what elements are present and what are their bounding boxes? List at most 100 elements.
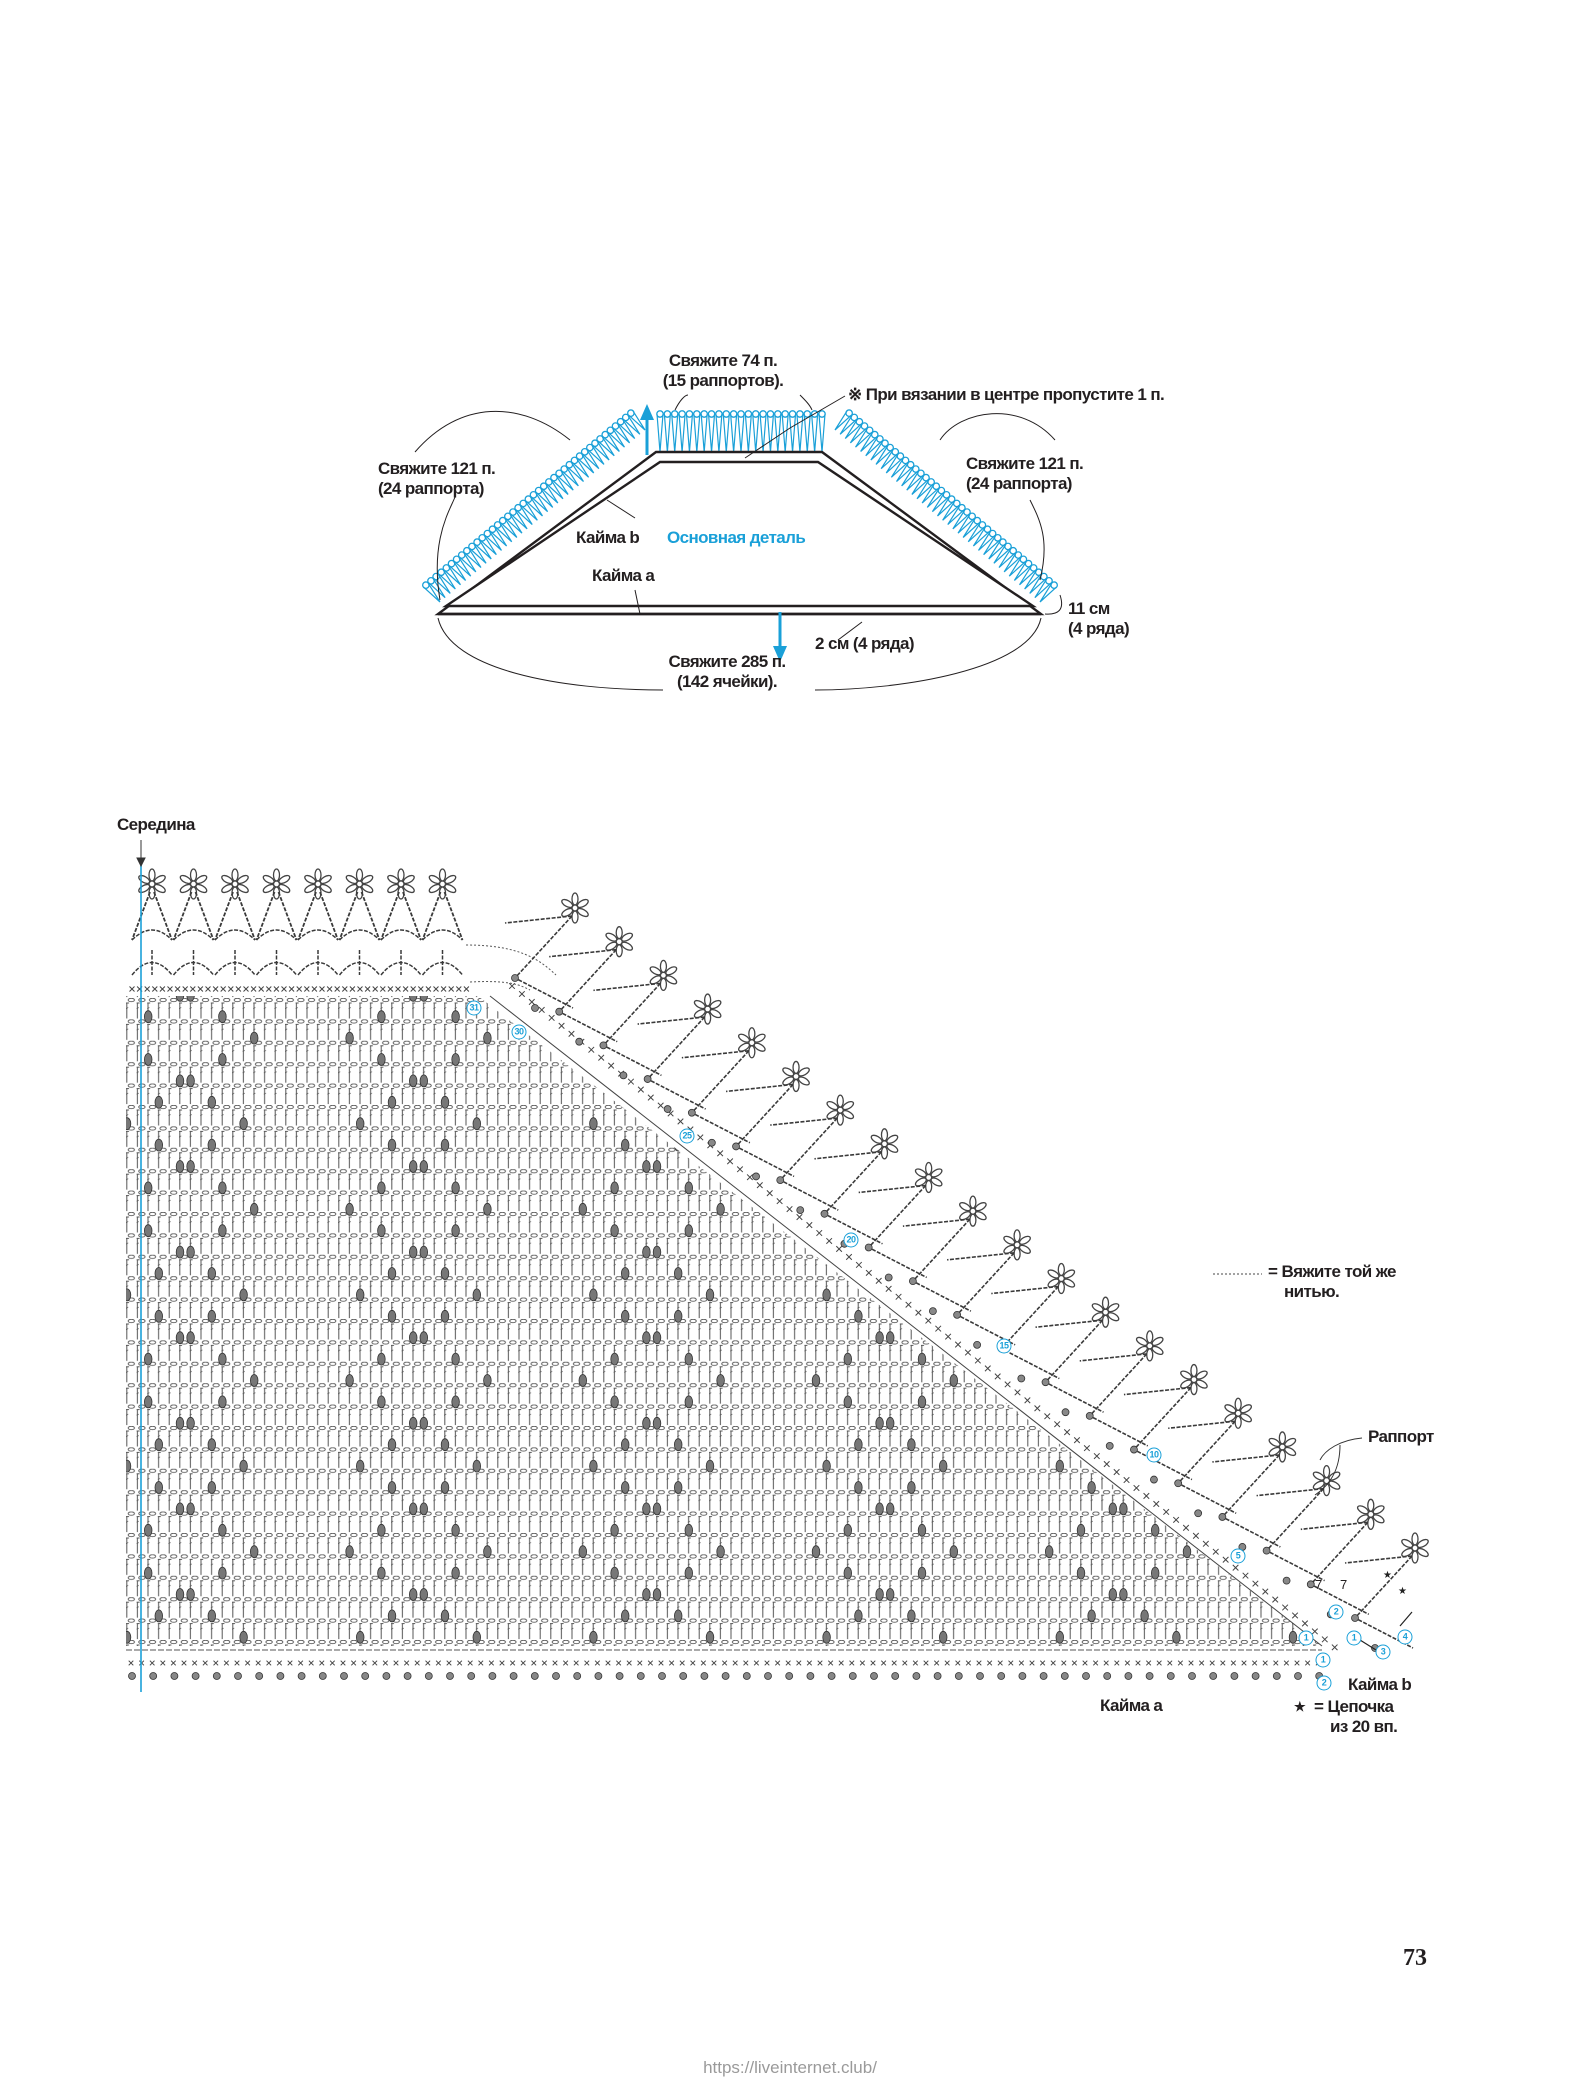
single-crochet-mark [244, 1660, 251, 1666]
single-crochet-mark [395, 986, 401, 992]
bobble-stitch [345, 1202, 354, 1216]
page-number: 73 [1403, 1945, 1427, 1971]
bobble-stitch [642, 1502, 651, 1516]
single-crochet-mark [234, 1660, 240, 1666]
fringe-picot [978, 521, 987, 529]
single-crochet-mark [1192, 1532, 1200, 1539]
bobble-stitch [1087, 1438, 1096, 1452]
fringe-picot [865, 426, 874, 435]
bobble-stitch [907, 1138, 916, 1152]
single-crochet-mark [976, 1660, 982, 1666]
bobble-stitch [154, 1267, 163, 1280]
bobble-stitch [875, 1502, 884, 1516]
single-crochet-mark [1283, 1660, 1290, 1666]
bobble-stitch [886, 1074, 895, 1088]
single-crochet-mark [379, 986, 386, 992]
bobble-stitch [440, 1609, 450, 1623]
bobble-stitch [843, 1566, 852, 1580]
bobble-stitch [811, 1031, 821, 1045]
bobble-stitch [239, 1459, 248, 1473]
picot [1306, 1580, 1315, 1589]
single-crochet-mark [933, 1660, 940, 1666]
fringe-picot [478, 533, 487, 542]
fringe-picot [601, 430, 610, 439]
bobble-stitch [345, 1031, 354, 1045]
single-crochet-mark [986, 1660, 993, 1666]
fringe-picot [692, 410, 701, 418]
bobble-stitch [854, 1138, 863, 1152]
single-crochet-mark [1182, 1524, 1190, 1531]
single-crochet-mark [281, 986, 287, 992]
single-crochet-mark [1242, 1572, 1249, 1579]
edge-count-label: 7 [1340, 1577, 1347, 1592]
single-crochet-mark [764, 1660, 770, 1666]
single-crochet-mark [997, 1660, 1003, 1666]
single-crochet-mark [1301, 1620, 1309, 1627]
bobble-stitch [684, 1181, 693, 1195]
fringe-picot [545, 478, 553, 486]
single-crochet-mark [448, 986, 455, 992]
center-skip-note: ※ При вязании в центре пропустите 1 п. [848, 385, 1165, 404]
fringe-stitch [972, 526, 991, 547]
single-crochet-mark [1198, 1660, 1205, 1666]
bobble-stitch [854, 1438, 863, 1452]
single-crochet-mark [880, 1660, 887, 1666]
bobble-stitch [1140, 1481, 1149, 1494]
single-crochet-mark [319, 986, 325, 992]
bobble-stitch [949, 1031, 958, 1045]
bobble-stitch [621, 1481, 630, 1494]
fringe-stitch [730, 413, 738, 453]
bobble-stitch [1108, 996, 1117, 1002]
fringe-picot [550, 473, 558, 482]
chain-arch [380, 929, 422, 976]
fringe-stitch [707, 413, 716, 453]
single-crochet-mark [440, 986, 447, 992]
bobble-stitch [1119, 1416, 1128, 1430]
picot [615, 1672, 624, 1680]
single-crochet-mark [463, 986, 470, 992]
bobble-stitch [1108, 1074, 1117, 1088]
chain-arch [421, 929, 464, 976]
bobble-stitch [218, 1010, 227, 1024]
picot [511, 974, 519, 982]
bobble-stitch [811, 1545, 821, 1559]
picot [318, 1672, 327, 1680]
bobble-stitch [907, 1095, 916, 1109]
fringe-stitch [515, 505, 533, 526]
picot [973, 1340, 982, 1349]
fringe-picot [947, 495, 956, 503]
picot [732, 1142, 740, 1151]
bobble-stitch [186, 1331, 195, 1345]
bobble-stitch [886, 1331, 895, 1345]
bobble-stitch [218, 1566, 227, 1580]
fringe-picot [452, 555, 461, 564]
fringe-picot [539, 482, 548, 491]
fringe-picot [488, 525, 497, 534]
single-crochet-mark [414, 1660, 420, 1666]
single-crochet-mark [287, 1660, 293, 1666]
bobble-stitch [143, 1010, 153, 1024]
fringe-stitch [459, 552, 477, 573]
single-crochet-mark [197, 986, 204, 992]
bobble-stitch [1172, 1288, 1181, 1302]
fringe-picot [656, 410, 664, 418]
bobble-stitch [589, 1117, 598, 1131]
single-crochet-mark [425, 986, 432, 992]
single-crochet-mark [806, 1660, 813, 1666]
single-crochet-mark [159, 986, 166, 992]
single-crochet-mark [732, 1660, 738, 1666]
fringe-stitch [551, 475, 569, 495]
bobble-stitch [387, 1609, 397, 1623]
bobble-stitch [1150, 1181, 1160, 1195]
fringe-picot [529, 490, 538, 499]
fringe-picot [514, 503, 522, 512]
single-crochet-mark [410, 986, 417, 992]
single-crochet-mark [796, 1660, 802, 1666]
bobble-stitch [239, 1630, 248, 1644]
picot [912, 1672, 921, 1680]
fringe-stitch [592, 440, 610, 461]
bobble-stitch [207, 1267, 216, 1280]
row-marker: 30 [511, 1024, 527, 1040]
fringe-stitch [505, 514, 523, 534]
